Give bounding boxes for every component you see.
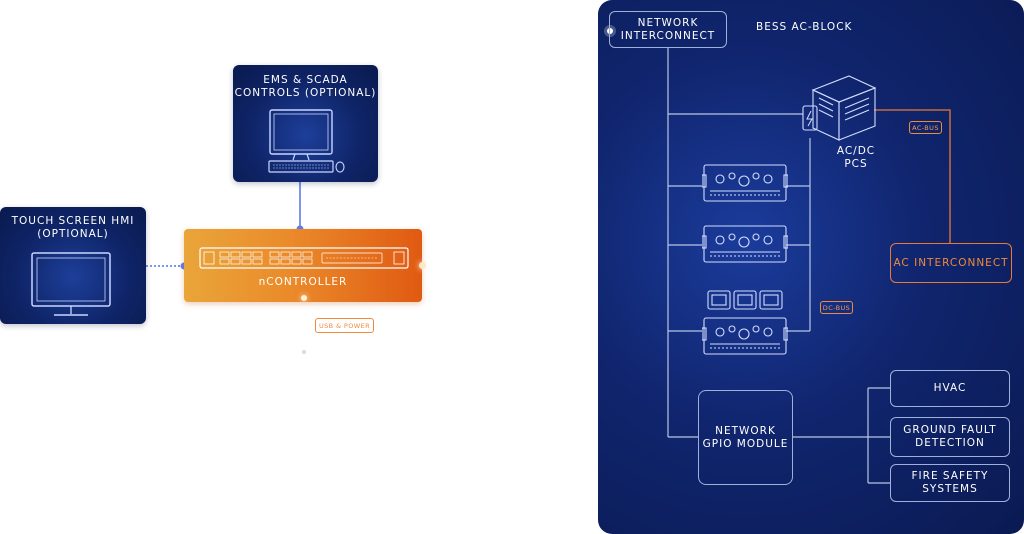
battery-rack-icon-3	[702, 317, 788, 355]
bess-title: BESS AC-BLOCK	[756, 21, 853, 33]
network-interconnect-line-2: INTERCONNECT	[620, 29, 716, 42]
ac-interconnect-box: AC INTERCONNECT	[890, 243, 1012, 283]
bess-connectors	[604, 25, 951, 484]
ground-fault-line-2: DETECTION	[915, 437, 985, 449]
fire-safety-systems-box: FIRE SAFETY SYSTEMS	[890, 464, 1010, 502]
ground-fault-detection-box: GROUND FAULT DETECTION	[890, 417, 1010, 457]
battery-rack-icon-2	[702, 225, 788, 263]
ground-fault-line-1: GROUND FAULT	[903, 424, 997, 436]
ems-title-line-2: CONTROLS (OPTIONAL)	[234, 87, 377, 99]
gpio-line-2: GPIO MODULE	[702, 437, 789, 450]
ac-interconnect-label: AC INTERCONNECT	[893, 256, 1009, 269]
network-gpio-module-box: NETWORK GPIO MODULE	[698, 390, 793, 485]
gpio-line-1: NETWORK	[715, 424, 776, 437]
hvac-label: HVAC	[933, 382, 967, 394]
ac-bus-badge: AC-BUS	[909, 121, 942, 134]
rack-server-icon	[199, 247, 409, 269]
touch-screen-hmi-box: TOUCH SCREEN HMI (OPTIONAL)	[0, 207, 146, 324]
network-interconnect-box: NETWORK INTERCONNECT	[609, 11, 727, 48]
pcs-label-line-2: PCS	[844, 158, 868, 170]
usb-power-badge: USB & POWER	[315, 318, 374, 333]
pcs-label-line-1: AC/DC	[836, 145, 876, 157]
ems-scada-box: EMS & SCADA CONTROLS (OPTIONAL)	[233, 65, 378, 182]
dc-bus-badge: DC-BUS	[820, 301, 853, 314]
battery-modules-icon	[707, 290, 783, 310]
monitor-icon	[31, 252, 111, 316]
ncontroller-bottom-port	[301, 295, 307, 301]
fire-safety-line-1: FIRE SAFETY	[911, 470, 989, 482]
hmi-title-line-1: TOUCH SCREEN HMI	[11, 215, 135, 227]
ncontroller-label: nCONTROLLER	[258, 276, 348, 288]
ems-title-line-1: EMS & SCADA	[263, 74, 348, 86]
hmi-title-line-2: (OPTIONAL)	[37, 228, 109, 240]
battery-rack-icon-1	[702, 164, 788, 202]
ncontroller-right-port	[419, 262, 426, 269]
network-interconnect-line-1: NETWORK	[637, 16, 699, 29]
hvac-box: HVAC	[890, 370, 1010, 407]
monitor-keyboard-icon	[268, 109, 345, 173]
ncontroller-unit: nCONTROLLER	[184, 229, 422, 302]
pcs-cabinet-icon	[802, 75, 877, 141]
fire-safety-line-2: SYSTEMS	[922, 483, 978, 495]
bess-ac-block-panel: NETWORK INTERCONNECT BESS AC-BLOCK AC/DC…	[598, 0, 1024, 534]
